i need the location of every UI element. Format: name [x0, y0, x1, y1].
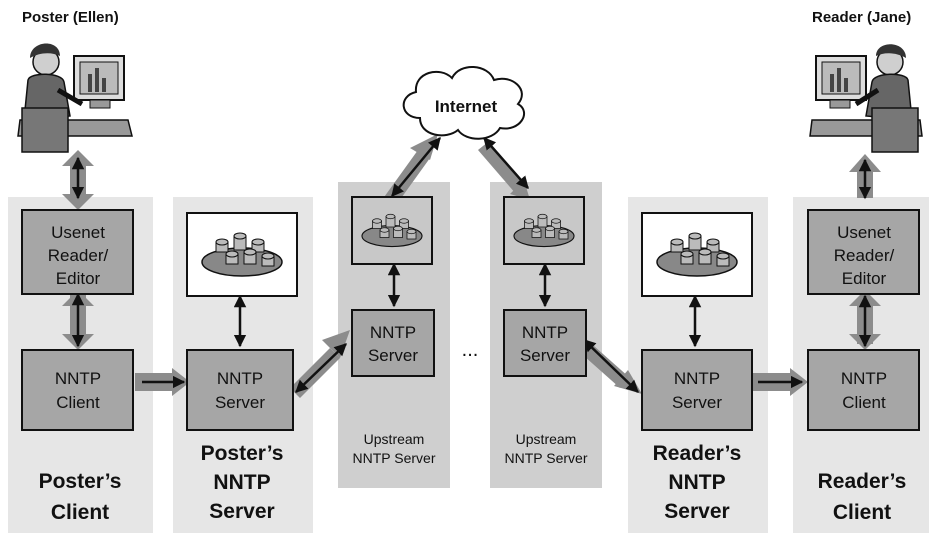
- svg-text:Editor: Editor: [56, 269, 101, 288]
- connection-arrows: [71, 137, 872, 393]
- caption-upstream-2: Upstream NNTP Server: [505, 431, 588, 466]
- poster-person-at-computer-icon: [17, 43, 133, 153]
- svg-text:Client: Client: [842, 393, 886, 412]
- nntp-client-right: NNTP Client: [807, 349, 920, 431]
- caption-readers-client: Reader’s Client: [818, 470, 907, 524]
- svg-text:NNTP Server: NNTP Server: [353, 450, 436, 466]
- svg-text:Reader’s: Reader’s: [818, 470, 907, 493]
- svg-text:NNTP: NNTP: [370, 323, 416, 342]
- nntp-server-upstream-1: NNTP Server: [351, 309, 435, 377]
- svg-text:Upstream: Upstream: [516, 431, 577, 447]
- db-box-readers-server: [641, 212, 753, 297]
- svg-text:Upstream: Upstream: [364, 431, 425, 447]
- svg-text:Server: Server: [520, 346, 570, 365]
- usenet-reader-editor-left: Usenet Reader/ Editor: [21, 209, 134, 295]
- ellipsis: ...: [462, 339, 479, 361]
- svg-text:Editor: Editor: [842, 269, 887, 288]
- caption-posters-client: Poster’s Client: [39, 470, 122, 524]
- poster-label: Poster (Ellen): [22, 9, 119, 26]
- svg-text:Reader’s: Reader’s: [653, 442, 742, 465]
- svg-text:Client: Client: [51, 501, 109, 524]
- svg-text:Client: Client: [56, 393, 100, 412]
- reader-label: Reader (Jane): [812, 9, 911, 26]
- internet-cloud: Internet: [402, 66, 525, 140]
- usenet-reader-editor-right: Usenet Reader/ Editor: [807, 209, 920, 295]
- nntp-server-readers: NNTP Server: [641, 349, 753, 431]
- nntp-client-left: NNTP Client: [21, 349, 134, 431]
- reader-person-at-computer-icon: [809, 44, 923, 153]
- svg-text:NNTP: NNTP: [841, 369, 887, 388]
- svg-text:NNTP: NNTP: [668, 471, 725, 494]
- svg-text:Usenet: Usenet: [837, 223, 891, 242]
- svg-text:Server: Server: [664, 500, 729, 523]
- svg-text:Server: Server: [368, 346, 418, 365]
- caption-upstream-1: Upstream NNTP Server: [353, 431, 436, 466]
- nntp-server-upstream-2: NNTP Server: [503, 309, 587, 377]
- db-box-posters-server: [186, 212, 298, 297]
- nntp-server-posters: NNTP Server: [186, 349, 294, 431]
- svg-text:NNTP: NNTP: [674, 369, 720, 388]
- svg-text:NNTP: NNTP: [55, 369, 101, 388]
- svg-text:Poster’s: Poster’s: [39, 470, 122, 493]
- db-box-upstream-1: [351, 196, 433, 265]
- svg-text:Poster’s: Poster’s: [201, 442, 284, 465]
- svg-text:Server: Server: [215, 393, 265, 412]
- svg-text:Server: Server: [209, 500, 274, 523]
- svg-text:NNTP: NNTP: [213, 471, 270, 494]
- svg-text:NNTP: NNTP: [217, 369, 263, 388]
- caption-readers-server: Reader’s NNTP Server: [653, 442, 742, 523]
- db-box-upstream-2: [503, 196, 585, 265]
- caption-posters-server: Poster’s NNTP Server: [201, 442, 284, 523]
- svg-text:Server: Server: [672, 393, 722, 412]
- internet-label: Internet: [435, 97, 498, 116]
- svg-text:NNTP: NNTP: [522, 323, 568, 342]
- svg-text:NNTP Server: NNTP Server: [505, 450, 588, 466]
- svg-text:Usenet: Usenet: [51, 223, 105, 242]
- svg-text:Reader/: Reader/: [48, 246, 109, 265]
- svg-text:Client: Client: [833, 501, 891, 524]
- svg-text:Reader/: Reader/: [834, 246, 895, 265]
